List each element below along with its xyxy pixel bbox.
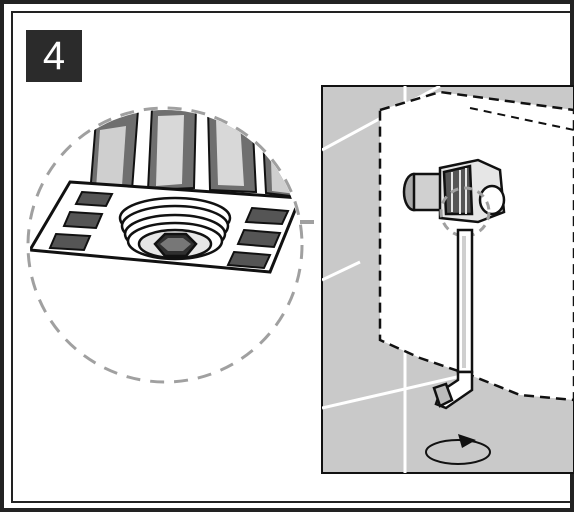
hex-key-icon	[432, 228, 474, 410]
step-number-label: 4	[42, 34, 66, 78]
rotate-clockwise-icon	[425, 434, 491, 465]
bolt-head	[118, 196, 232, 261]
wall-panel-icon	[321, 85, 574, 474]
inner-frame	[11, 11, 574, 503]
zoom-detail-icon	[26, 106, 304, 384]
wall-cavity	[378, 90, 574, 402]
nut-assembly	[402, 158, 506, 238]
plate-slots	[48, 190, 290, 270]
step-number-badge: 4	[26, 30, 82, 82]
